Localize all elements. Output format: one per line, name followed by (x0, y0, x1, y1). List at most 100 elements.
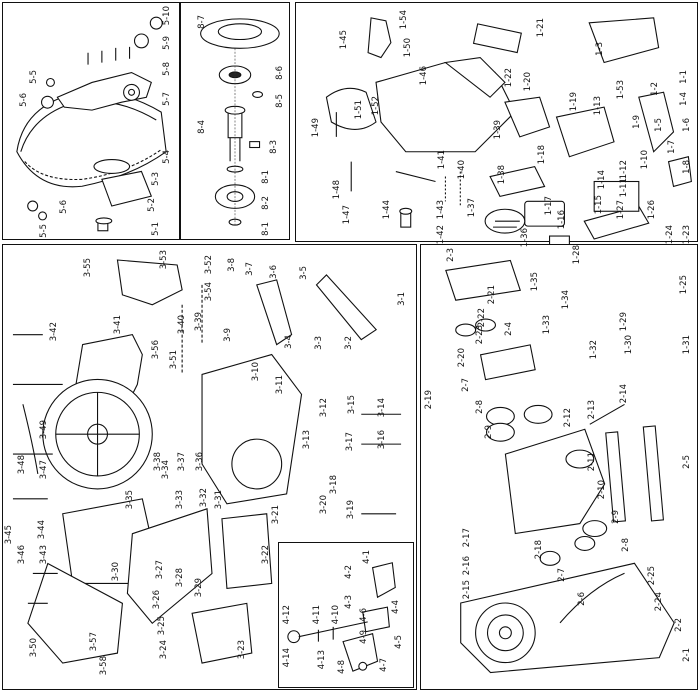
part-label: 3-16 (377, 430, 387, 450)
part-label: 3-23 (237, 640, 247, 660)
part-label: 3-45 (4, 525, 14, 545)
part-label: 3-36 (195, 452, 205, 472)
part-label: 3-2 (344, 336, 354, 350)
part-label: 3-34 (161, 460, 171, 480)
part-label: 3-44 (37, 520, 47, 540)
part-label: 1-34 (561, 290, 571, 310)
part-label: 3-18 (329, 475, 339, 495)
part-label: 4-3 (344, 595, 354, 609)
part-label: 3-22 (261, 545, 271, 565)
part-label: 8-6 (275, 66, 285, 80)
part-label: 3-54 (204, 282, 214, 302)
part-label: 3-11 (275, 375, 285, 395)
part-label: 1-31 (682, 335, 692, 355)
part-label: 1-43 (436, 200, 446, 220)
part-label: 1-6 (682, 118, 692, 132)
part-label: 3-3 (314, 336, 324, 350)
part-label: 3-33 (175, 490, 185, 510)
part-label: 3-43 (39, 545, 49, 565)
part-label: 4-11 (312, 605, 322, 625)
part-label: 4-10 (331, 605, 341, 625)
part-label: 1-18 (537, 145, 547, 165)
part-label: 2-24 (654, 592, 664, 612)
part-label: 1-27 (616, 200, 626, 220)
part-label: 1-21 (536, 18, 546, 38)
part-label: 1-4 (679, 92, 689, 106)
part-label: 1-28 (572, 245, 582, 265)
part-label: 2-2 (674, 618, 684, 632)
part-label: 1-16 (557, 210, 567, 230)
panel-motor-head (295, 2, 698, 247)
part-label: 3-21 (271, 505, 281, 525)
part-label: 8-2 (261, 196, 271, 210)
part-label: 5-5 (29, 70, 39, 84)
part-label: 2-15 (462, 580, 472, 600)
part-label: 3-56 (151, 340, 161, 360)
part-label: 2-25 (647, 566, 657, 586)
part-label: 1-40 (457, 160, 467, 180)
part-label: 1-14 (597, 170, 607, 190)
slide-rails-drawing (445, 259, 675, 674)
part-label: 3-17 (345, 432, 355, 452)
part-label: 1-15 (594, 195, 604, 215)
part-label: 1-25 (679, 275, 689, 295)
part-label: 8-7 (197, 15, 207, 29)
part-label: 1-17 (544, 196, 554, 216)
part-label: 1-19 (569, 92, 579, 112)
part-label: 4-8 (337, 660, 347, 674)
blade-guard-drawing (16, 16, 167, 232)
part-label: 3-26 (152, 590, 162, 610)
part-label: 4-4 (391, 600, 401, 614)
part-label: 1-11 (619, 178, 629, 198)
part-label: 2-13 (587, 400, 597, 420)
part-label: 2-6 (577, 592, 587, 606)
part-label: 3-37 (177, 452, 187, 472)
part-label: 3-58 (99, 656, 109, 676)
part-label: 5-10 (162, 6, 172, 26)
part-label: 1-33 (542, 315, 552, 335)
part-label: 8-1 (261, 222, 271, 236)
part-label: 3-25 (157, 616, 167, 636)
base-table-drawing (12, 259, 402, 664)
part-label: 3-53 (159, 250, 169, 270)
part-label: 3-40 (177, 315, 187, 335)
part-label: 3-38 (153, 452, 163, 472)
part-label: 2-20 (457, 348, 467, 368)
part-label: 2-4 (504, 322, 514, 336)
part-label: 1-52 (371, 96, 381, 116)
part-label: 5-7 (162, 92, 172, 106)
part-label: 1-36 (520, 228, 530, 248)
part-label: 3-27 (155, 560, 165, 580)
part-label: 2-5 (682, 455, 692, 469)
part-label: 1-12 (619, 160, 629, 180)
part-label: 1-9 (632, 115, 642, 129)
part-label: 1-2 (650, 82, 660, 96)
part-label: 5-1 (151, 222, 161, 236)
part-label: 8-3 (269, 140, 279, 154)
part-label: 1-48 (332, 180, 342, 200)
part-label: 1-47 (342, 205, 352, 225)
part-label: 5-6 (59, 200, 69, 214)
part-label: 8-1 (261, 170, 271, 184)
part-label: 4-2 (344, 565, 354, 579)
part-label: 3-49 (39, 420, 49, 440)
part-label: 1-53 (616, 80, 626, 100)
part-label: 2-11 (587, 452, 597, 472)
part-label: 2-9 (611, 510, 621, 524)
part-label: 2-14 (619, 384, 629, 404)
part-label: 1-46 (419, 66, 429, 86)
part-label: 4-6 (359, 608, 369, 622)
part-label: 3-51 (169, 350, 179, 370)
part-label: 3-4 (284, 335, 294, 349)
part-label: 2-9 (484, 425, 494, 439)
part-label: 3-7 (245, 262, 255, 276)
part-label: 1-32 (589, 340, 599, 360)
part-label: 1-37 (467, 198, 477, 218)
part-label: 4-13 (317, 650, 327, 670)
part-label: 3-52 (204, 255, 214, 275)
panel-blade-guard (2, 2, 180, 240)
part-label: 8-5 (275, 94, 285, 108)
part-label: 1-39 (493, 120, 503, 140)
part-label: 3-20 (319, 495, 329, 515)
